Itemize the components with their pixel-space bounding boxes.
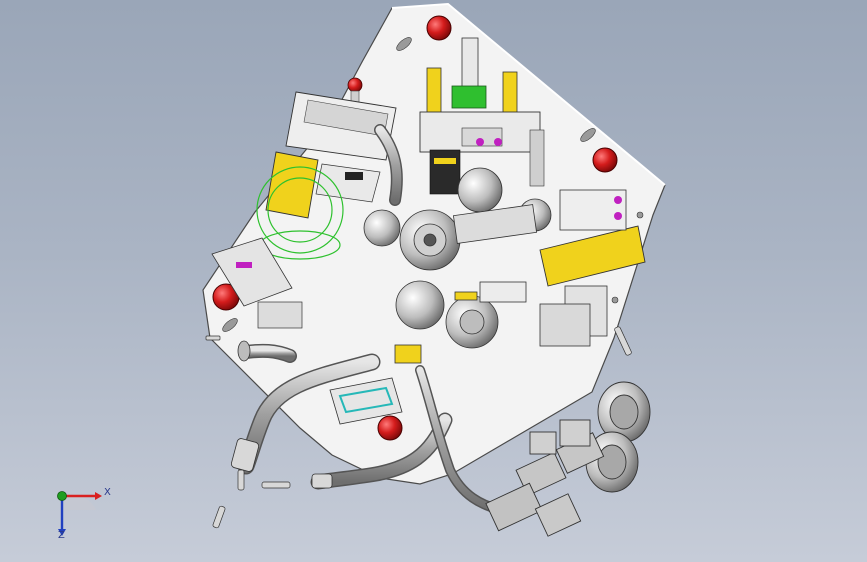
cyan-fixture[interactable] bbox=[329, 377, 403, 425]
red-locating-button-bottom[interactable] bbox=[377, 415, 403, 441]
red-ball-knob[interactable] bbox=[347, 77, 363, 106]
coordinate-triad-icon bbox=[57, 491, 102, 536]
triad-x-label: X bbox=[104, 487, 111, 498]
red-locating-button-right[interactable] bbox=[592, 147, 618, 173]
coordinate-triad: X Z bbox=[40, 470, 120, 550]
loose-fastener-group[interactable] bbox=[205, 326, 632, 529]
triad-z-label: Z bbox=[58, 530, 65, 541]
left-stub-fixture[interactable] bbox=[211, 237, 303, 329]
right-yellow-clamp[interactable] bbox=[539, 189, 646, 347]
pipe-end-fittings[interactable] bbox=[230, 340, 333, 489]
left-cylinder-clamp[interactable] bbox=[265, 91, 397, 219]
disc-actuator-group[interactable] bbox=[485, 381, 651, 537]
central-rotary-cluster[interactable] bbox=[363, 167, 552, 364]
upper-clamp-assembly[interactable] bbox=[419, 37, 545, 195]
plate-bevel-edge bbox=[391, 2, 666, 186]
red-locating-button-top[interactable] bbox=[426, 15, 452, 41]
